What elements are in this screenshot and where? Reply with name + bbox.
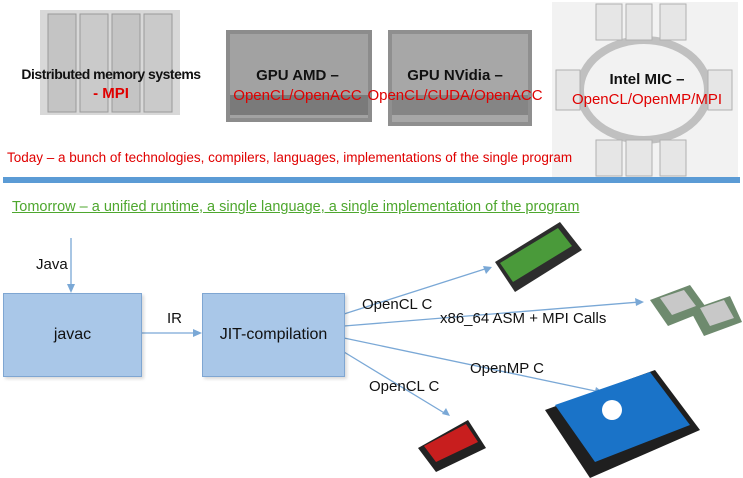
ir-label: IR — [167, 310, 182, 327]
section-divider — [3, 177, 740, 183]
today-caption: Today – a bunch of technologies, compile… — [7, 150, 573, 165]
opencl-c-label-bottom: OpenCL C — [369, 378, 440, 395]
x86-asm-mpi-label: x86_64 ASM + MPI Calls — [440, 310, 607, 327]
openmp-arrow — [343, 337, 601, 393]
javac-label: javac — [53, 326, 92, 343]
jit-compilation-label: JIT-compilation — [219, 326, 328, 343]
nvidia-card-image — [495, 222, 582, 292]
openmp-c-label: OpenMP C — [470, 360, 544, 377]
java-label: Java — [36, 256, 68, 273]
opencl-arrow-top — [343, 267, 489, 315]
opencl-arrow-bottom — [343, 351, 447, 415]
label-distributed-memory-line1: Distributed memory systems — [21, 66, 201, 82]
label-intel-mic: Intel MIC – OpenCL/OpenMP/MPI — [562, 70, 732, 110]
x86-arrow — [343, 301, 641, 327]
label-mpi: - MPI — [93, 85, 129, 102]
label-intel-mic-line1: Intel MIC – — [609, 71, 685, 88]
label-intel-mic-line2: OpenCL/OpenMP/MPI — [571, 91, 723, 108]
label-gpu-nvidia-line1: GPU NVidia – — [407, 67, 503, 84]
opencl-c-label-top: OpenCL C — [362, 296, 433, 313]
amd-gpu-die-image — [226, 30, 372, 122]
label-gpu-nvidia-line2: OpenCL/CUDA/OpenACC — [367, 87, 543, 104]
label-distributed-memory: Distributed memory systems - MPI — [6, 64, 216, 104]
label-gpu-nvidia: GPU NVidia – OpenCL/CUDA/OpenACC — [365, 66, 545, 106]
tomorrow-caption: Tomorrow – a unified runtime, a single l… — [12, 199, 580, 215]
label-gpu-amd-line2: OpenCL/OpenACC — [233, 87, 362, 104]
cpu-chips-image — [650, 285, 742, 336]
javac-box: javac — [3, 293, 142, 377]
nvidia-gpu-die-image — [388, 30, 532, 126]
label-gpu-amd-line1: GPU AMD – — [256, 67, 339, 84]
server-rack-image — [40, 10, 180, 115]
xeon-phi-card-image — [545, 370, 700, 478]
amd-card-image — [418, 420, 486, 472]
intel-mic-diagram-image — [552, 2, 738, 177]
jit-compilation-box: JIT-compilation — [202, 293, 345, 377]
label-gpu-amd: GPU AMD – OpenCL/OpenACC — [215, 66, 380, 106]
